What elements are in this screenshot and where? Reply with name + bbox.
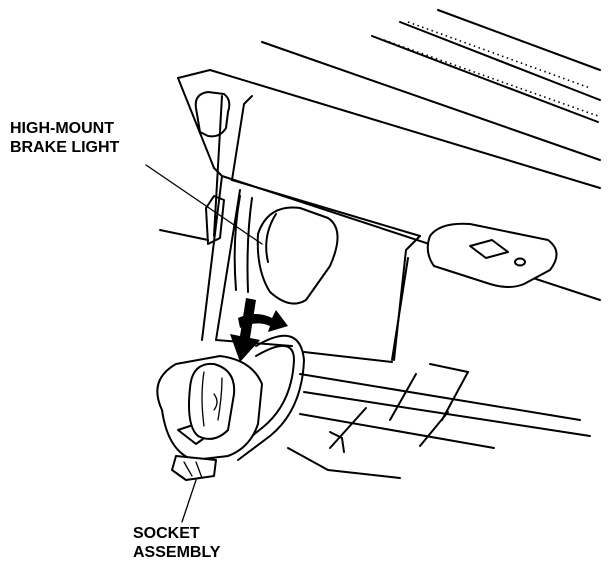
- leader-lines: [145, 164, 263, 523]
- brake-light-label: HIGH-MOUNT BRAKE LIGHT: [10, 119, 119, 157]
- removal-arrows: [230, 298, 288, 362]
- shelf-bracket: [426, 222, 558, 288]
- socket-leader-line: [181, 479, 197, 523]
- wire-harness: [231, 334, 305, 461]
- shelf-support-bars: [287, 363, 591, 479]
- brake-light-unit: [233, 195, 339, 305]
- brake-light-label-line-1: HIGH-MOUNT: [10, 120, 114, 137]
- brake-light-label-line-2: BRAKE LIGHT: [10, 139, 120, 156]
- down-arrow-icon: [230, 298, 260, 362]
- brake-light-leader-line: [145, 164, 263, 245]
- rear-window-glass: [261, 9, 601, 161]
- socket-assembly-label-line-2: ASSEMBLY: [133, 544, 221, 561]
- socket-assembly-label: SOCKET ASSEMBLY: [133, 524, 220, 562]
- socket-assembly: [156, 355, 263, 481]
- socket-assembly-label-line-1: SOCKET: [133, 525, 200, 542]
- trim-clip: [194, 91, 231, 245]
